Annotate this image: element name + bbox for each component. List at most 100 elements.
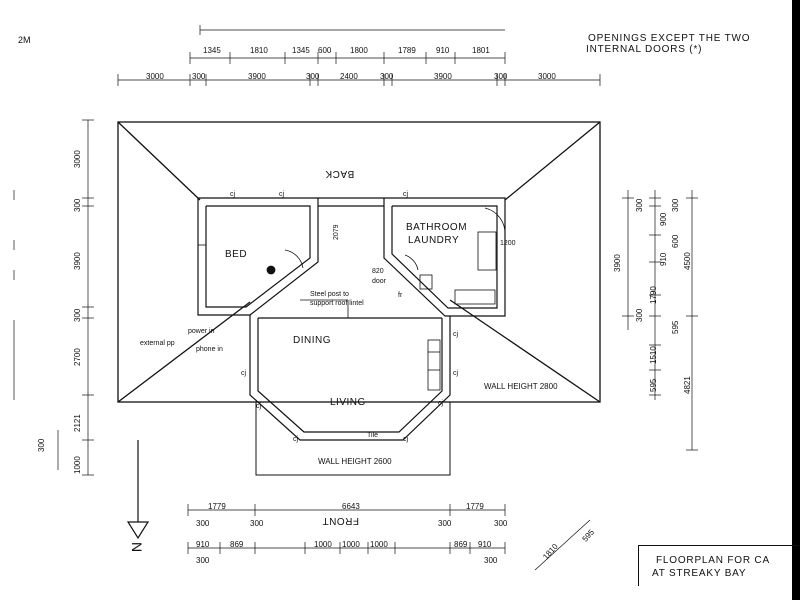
bottom-dim-4-2: 300: [484, 556, 498, 565]
cj-10: cj: [438, 400, 444, 407]
top-dim-2-1: 3000: [146, 72, 164, 81]
roof-rectangle: [117, 121, 601, 403]
right-dim-a-4: 3900: [613, 254, 622, 272]
fixture-symbol: [266, 265, 276, 275]
top-dim-1-3: 1345: [292, 46, 310, 55]
cj-3: cj: [403, 191, 409, 198]
cj-5: cj: [453, 370, 459, 377]
label-front: FRONT: [322, 515, 359, 526]
fr-label: fr: [398, 292, 403, 299]
room-bathroom: BATHROOM: [406, 222, 468, 233]
door-width: 820: [372, 268, 384, 275]
cj-8: cj: [293, 436, 299, 443]
room-laundry: LAUNDRY: [408, 235, 460, 246]
bottom-dim-2-1: 300: [196, 519, 210, 528]
right-dim-a-7: 1790: [649, 286, 658, 304]
bottom-dim-3-2: 869: [230, 540, 244, 549]
bottom-dim-2-4: 300: [494, 519, 508, 528]
door-word: door: [372, 278, 387, 285]
bottom-dim-3-4: 1000: [342, 540, 360, 549]
bottom-dim-3-7: 910: [478, 540, 492, 549]
right-dim-a-8: 300: [635, 308, 644, 322]
right-dim-a-6: 600: [671, 234, 680, 248]
top-dim-1-4: 600: [318, 46, 332, 55]
top-dim-2-2: 300: [192, 72, 206, 81]
right-dim-a-2: 900: [659, 212, 668, 226]
top-dim-1-7: 910: [436, 46, 450, 55]
bottom-dim-3-1: 910: [196, 540, 210, 549]
north-label: N: [129, 541, 146, 553]
phone-in: phone in: [196, 346, 223, 353]
bottom-dim-3-5: 1000: [370, 540, 388, 549]
right-dim-a-10: 1510: [649, 346, 658, 364]
left-dim-1: 3000: [73, 150, 82, 168]
right-dim-b-1: 4500: [683, 252, 692, 270]
top-dim-1-2: 1810: [250, 46, 268, 55]
title-line-2: AT STREAKY BAY: [652, 568, 747, 579]
external-pp: external pp: [140, 340, 175, 347]
bottom-dim-3-6: 869: [454, 540, 468, 549]
bottom-dim-1-3: 1779: [466, 502, 484, 511]
right-dim-a-5: 910: [659, 252, 668, 266]
cupboard-dim: 1200: [500, 240, 516, 247]
right-dim-a-11: 595: [649, 378, 658, 392]
top-dim-1-6: 1789: [398, 46, 416, 55]
north-arrow: [126, 440, 150, 540]
bottom-dim-4-1: 300: [196, 556, 210, 565]
edge-bar: [792, 0, 800, 600]
bottom-dim-1-1: 1779: [208, 502, 226, 511]
roof-outline: [117, 121, 601, 403]
bottom-dim-3-3: 1000: [314, 540, 332, 549]
wall-height-2800: WALL HEIGHT 2800: [484, 382, 558, 391]
title-line-1: FLOORPLAN FOR CA: [656, 555, 770, 566]
right-dim-a-9: 595: [671, 320, 680, 334]
cj-4: cj: [453, 331, 459, 338]
top-dim-1-8: 1801: [472, 46, 490, 55]
steel-post-line-1: Steel post to: [310, 291, 349, 298]
top-dim-1-5: 1800: [350, 46, 368, 55]
bottom-dim-1-2: 6643: [342, 502, 360, 511]
cj-7: cj: [256, 403, 262, 410]
left-dim-5: 2700: [73, 348, 82, 366]
left-dim-7: 300: [37, 438, 46, 452]
walls: [197, 197, 506, 441]
left-dim-4: 300: [73, 308, 82, 322]
verandah-outline: [255, 402, 451, 476]
tile-label: Tile: [367, 432, 379, 439]
top-dim-2-5: 2400: [340, 72, 358, 81]
right-dim-a-3: 300: [671, 198, 680, 212]
left-dim-8: 1000: [73, 456, 82, 474]
note-line-2: INTERNAL DOORS (*): [586, 44, 703, 55]
title-block: [638, 545, 799, 586]
note-line-1: OPENINGS EXCEPT THE TWO: [588, 33, 751, 44]
top-dim-1-1: 1345: [203, 46, 221, 55]
top-dim-2-3: 3900: [248, 72, 266, 81]
steel-post-line-2: support roof lintel: [310, 300, 364, 307]
top-dim-2-8: 300: [494, 72, 508, 81]
label-back: BACK: [325, 168, 355, 179]
corner-label: 2M: [18, 35, 31, 45]
power-in: power in: [188, 328, 215, 335]
interior-details: [198, 207, 506, 391]
right-dim-b-2: 4821: [683, 376, 692, 394]
cj-6: cj: [241, 370, 247, 377]
room-bed: BED: [225, 249, 248, 260]
cj-2: cj: [279, 191, 285, 198]
wall-height-2600: WALL HEIGHT 2600: [318, 457, 392, 466]
top-dim-2-7: 3900: [434, 72, 452, 81]
right-dim-a-1: 300: [635, 198, 644, 212]
left-dim-3: 3900: [73, 252, 82, 270]
cj-1: cj: [230, 191, 236, 198]
top-dim-2-4: 300: [306, 72, 320, 81]
dim-2079: 2079: [333, 224, 340, 240]
top-dim-2-9: 3000: [538, 72, 556, 81]
top-dim-2-6: 300: [380, 72, 394, 81]
bottom-dim-2-3: 300: [438, 519, 452, 528]
cj-9: cj: [403, 436, 409, 443]
left-dim-6: 2121: [73, 414, 82, 432]
room-dining: DINING: [293, 335, 331, 346]
left-dim-2: 300: [73, 198, 82, 212]
room-living: LIVING: [330, 397, 366, 408]
bottom-dim-2-2: 300: [250, 519, 264, 528]
